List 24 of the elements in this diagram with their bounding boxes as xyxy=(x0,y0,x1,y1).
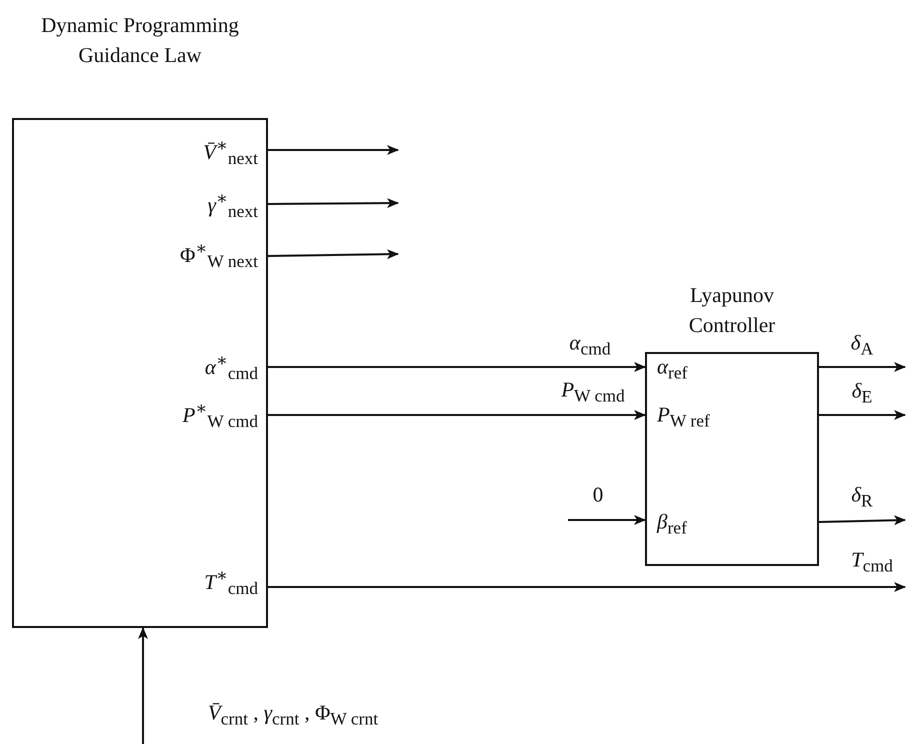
signal-arrow xyxy=(268,249,399,260)
signal-arrow xyxy=(268,145,399,155)
signal-label: δ$_{E}$ xyxy=(852,378,872,408)
signal-label: α$_{cmd}$ xyxy=(569,330,611,360)
block-title: Lyapunov Controller xyxy=(688,282,776,340)
signal-arrow xyxy=(268,410,646,420)
signal-arrow xyxy=(268,362,646,372)
port-label: α$_{ref}$ xyxy=(657,354,688,384)
signal-arrow xyxy=(268,198,399,208)
signal-label: δ$_{A}$ xyxy=(850,330,874,360)
signal-label: V̄$_{crnt}$ , γ$_{crnt}$ , Φ$_{W crnt}$ xyxy=(208,700,378,730)
signal-arrow xyxy=(568,515,646,525)
signal-label: T$_{cmd}$ xyxy=(851,547,893,577)
signal-label: P$_{W cmd}$ xyxy=(561,377,625,407)
signal-label: δ$_{R}$ xyxy=(851,482,873,512)
signal-arrow xyxy=(818,515,906,526)
signal-label: 0 xyxy=(592,482,604,508)
port-label: β$_{ref}$ xyxy=(657,509,687,539)
signal-arrow xyxy=(268,582,906,592)
signal-arrow xyxy=(138,627,148,744)
block-title: Dynamic Programming Guidance Law xyxy=(40,12,240,70)
port-label: P$_{W ref}$ xyxy=(657,402,710,432)
signal-arrow xyxy=(819,410,906,420)
signal-arrow xyxy=(819,362,906,372)
